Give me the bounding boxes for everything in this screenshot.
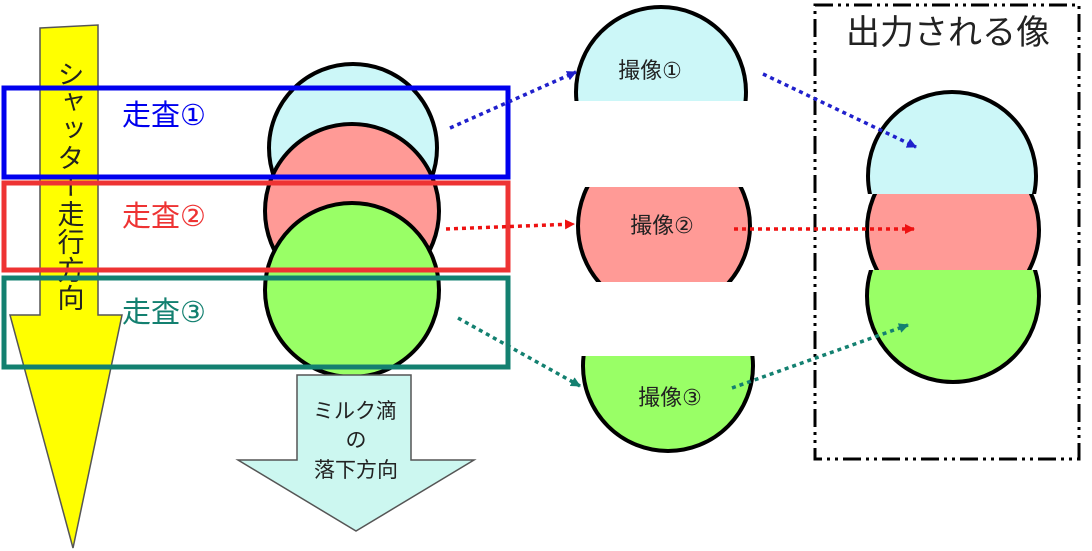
capture-to-output-arrows	[731, 72, 917, 390]
output-slice-3	[865, 270, 1041, 384]
captured-image-label-1: 撮像①	[618, 59, 682, 84]
drop-direction-line-2: の	[346, 428, 367, 452]
shutter-direction-label: シャッター走行方向	[53, 60, 85, 312]
output-slice-2	[865, 194, 1041, 270]
scan-band-3	[1, 275, 511, 370]
arrow-capture1-to-output	[762, 72, 917, 149]
captured-image-label-3: 撮像③	[638, 386, 702, 411]
captured-image-2: 撮像②	[576, 187, 752, 282]
captured-images: 撮像① 撮像② 撮像③	[574, 5, 755, 453]
scan-band-2	[1, 180, 511, 273]
milk-drops	[263, 62, 441, 379]
drop-direction-line-1: ミルク滴	[313, 399, 397, 423]
arrow-scan3-to-capture3	[457, 316, 581, 388]
scan-bands: 走査① 走査② 走査③	[1, 85, 511, 370]
shutter-direction-arrow: シャッター走行方向	[9, 24, 123, 549]
output-title: 出力される像	[846, 13, 1050, 53]
output-image-panel: 出力される像	[813, 3, 1081, 461]
output-frame	[813, 3, 1081, 461]
scan-label-2: 走査②	[122, 199, 206, 233]
captured-image-3: 撮像③	[581, 356, 755, 453]
drop-direction-arrow: ミルク滴 の 落下方向	[235, 374, 477, 532]
scan-label-1: 走査①	[122, 98, 206, 132]
scan-band-1	[1, 85, 511, 180]
captured-image-1: 撮像①	[574, 5, 748, 101]
arrow-scan1-to-capture1	[449, 70, 577, 130]
output-slice-1	[866, 90, 1038, 194]
drop-direction-line-3: 落下方向	[314, 458, 398, 482]
arrow-scan2-to-capture2	[445, 219, 575, 231]
arrow-capture3-to-output	[731, 323, 909, 390]
milk-drop-scan-3	[263, 201, 441, 379]
scan-label-3: 走査③	[122, 295, 206, 329]
captured-image-label-2: 撮像②	[630, 214, 694, 239]
scan-to-capture-arrows	[445, 70, 581, 388]
